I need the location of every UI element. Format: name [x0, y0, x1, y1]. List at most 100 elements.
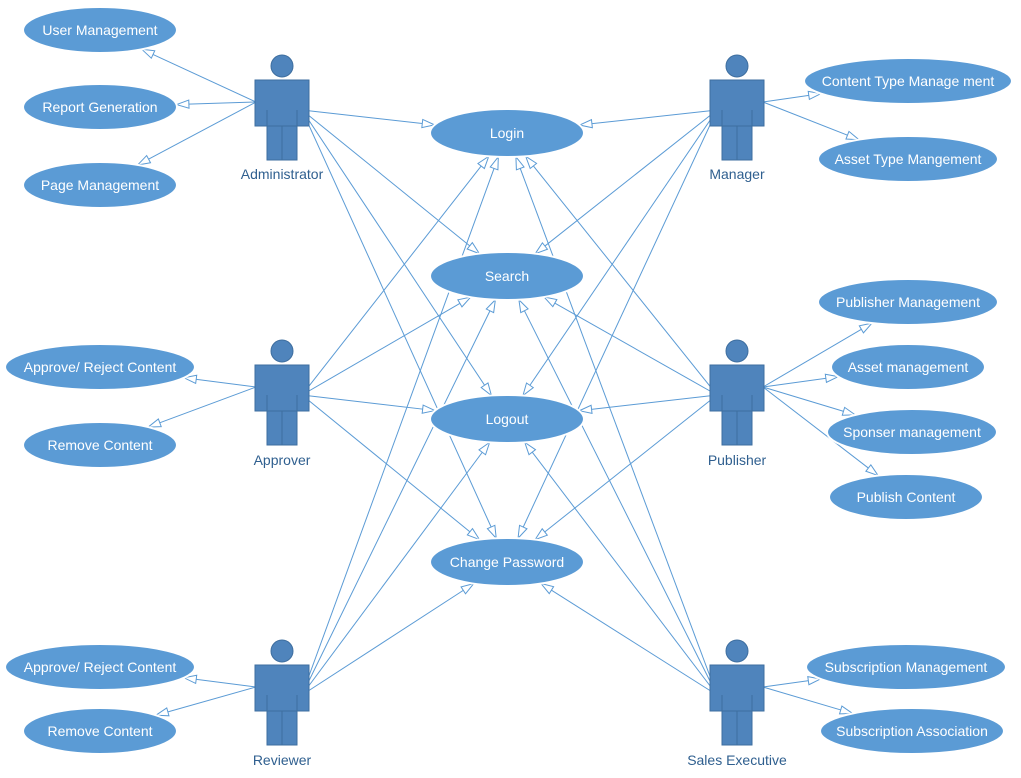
actor-label: Publisher	[708, 452, 767, 468]
use-case-approve-2[interactable]: Approve/ Reject Content	[4, 643, 196, 691]
arrowhead-reviewer-login	[489, 155, 499, 171]
association-approver-search	[301, 296, 471, 396]
actor-label: Administrator	[241, 166, 324, 182]
association-admin-login	[301, 109, 435, 126]
actor-icon	[254, 54, 310, 161]
association-approver-remove_1	[148, 386, 257, 428]
association-reviewer-login	[301, 156, 499, 696]
arrowhead-publisher-publish_content	[865, 463, 880, 477]
association-admin-report_gen	[176, 101, 257, 106]
association-reviewer-search	[301, 299, 496, 696]
association-sales-search	[518, 299, 718, 696]
arrowhead-reviewer-remove_2	[154, 707, 170, 717]
actor-admin[interactable]: Administrator	[241, 54, 324, 182]
actor-icon	[709, 339, 765, 446]
actor-label: Sales Executive	[687, 752, 787, 768]
association-publisher-login	[525, 155, 718, 396]
arrowhead-approver-search	[457, 296, 472, 308]
arrowhead-manager-login	[578, 118, 593, 129]
use-case-user-mgmt[interactable]: User Management	[22, 6, 178, 54]
use-case-remove-2[interactable]: Remove Content	[22, 707, 178, 755]
use-case-content-type[interactable]: Content Type Manage ment	[803, 57, 1013, 105]
actor-icon	[254, 639, 310, 746]
arrowhead-approver-login	[477, 155, 490, 170]
arrowhead-admin-report_gen	[174, 99, 190, 109]
association-manager-login	[579, 109, 718, 126]
use-case-label: Asset Type Mangement	[835, 151, 982, 167]
arrowhead-approver-change_pw	[466, 527, 481, 541]
actor-sales[interactable]: Sales Executive	[687, 639, 787, 768]
association-sales-logout	[524, 442, 718, 696]
association-reviewer-remove_2	[155, 686, 257, 716]
use-case-login[interactable]: Login	[429, 108, 585, 158]
use-case-label: Subscription Management	[825, 659, 988, 675]
association-admin-user_mgmt	[141, 48, 257, 103]
association-reviewer-logout	[301, 442, 491, 696]
use-case-report-gen[interactable]: Report Generation	[22, 83, 178, 131]
association-approver-change_pw	[301, 394, 480, 540]
arrowhead-reviewer-logout	[478, 441, 491, 456]
use-case-label: Content Type Manage ment	[822, 73, 995, 89]
arrowhead-admin-change_pw	[486, 524, 497, 540]
use-case-label: Page Management	[41, 177, 159, 193]
use-case-publisher-mgmt[interactable]: Publisher Management	[817, 278, 999, 326]
use-case-sponser-mgmt[interactable]: Sponser management	[826, 408, 998, 456]
association-admin-page_mgmt	[137, 101, 257, 166]
arrowhead-manager-logout	[522, 382, 535, 397]
use-case-label: Publish Content	[857, 489, 956, 505]
use-case-label: Search	[485, 268, 529, 284]
association-sales-login	[515, 156, 718, 696]
actor-manager[interactable]: Manager	[709, 54, 765, 182]
arrowhead-sales-change_pw	[539, 582, 555, 595]
actor-publisher[interactable]: Publisher	[708, 339, 767, 468]
actor-approver[interactable]: Approver	[254, 339, 311, 468]
actor-label: Approver	[254, 452, 311, 468]
use-case-search[interactable]: Search	[429, 251, 585, 301]
arrowhead-admin-search	[466, 241, 481, 255]
actor-label: Manager	[709, 166, 765, 182]
association-manager-search	[534, 109, 718, 255]
association-admin-search	[301, 109, 480, 254]
use-case-logout[interactable]: Logout	[429, 394, 585, 444]
association-manager-logout	[522, 109, 718, 396]
arrowhead-publisher-change_pw	[533, 527, 549, 541]
use-case-asset-mgmt[interactable]: Asset management	[830, 343, 986, 391]
association-publisher-sponser_mgmt	[762, 386, 856, 416]
use-case-label: Approve/ Reject Content	[24, 659, 177, 675]
association-publisher-publisher_mgmt	[762, 322, 873, 388]
use-case-label: Login	[490, 125, 524, 141]
arrowhead-admin-logout	[480, 382, 493, 397]
arrowhead-publisher-logout	[577, 404, 593, 415]
arrowhead-reviewer-search	[485, 298, 497, 314]
association-approver-login	[301, 156, 490, 396]
use-case-remove-1[interactable]: Remove Content	[22, 421, 178, 469]
arrowhead-admin-login	[421, 118, 437, 129]
use-case-label: User Management	[42, 22, 157, 38]
arrowhead-sales-subscription_assoc	[838, 705, 855, 715]
use-case-page-mgmt[interactable]: Page Management	[22, 161, 178, 209]
arrowhead-admin-user_mgmt	[140, 48, 156, 60]
use-case-label: Approve/ Reject Content	[24, 359, 177, 375]
use-case-subscription-mgmt[interactable]: Subscription Management	[805, 643, 1007, 691]
arrowhead-publisher-search	[542, 296, 558, 308]
arrowhead-manager-search	[533, 241, 549, 255]
actor-label: Reviewer	[253, 752, 312, 768]
use-case-subscription-assoc[interactable]: Subscription Association	[819, 707, 1005, 755]
association-publisher-logout	[579, 394, 718, 412]
association-admin-change_pw	[301, 109, 497, 539]
association-reviewer-change_pw	[301, 583, 474, 696]
association-sales-change_pw	[540, 583, 718, 696]
use-case-approve-1[interactable]: Approve/ Reject Content	[4, 343, 196, 391]
use-case-publish-content[interactable]: Publish Content	[828, 473, 984, 521]
use-case-label: Subscription Association	[836, 723, 988, 739]
association-publisher-publish_content	[762, 386, 879, 476]
use-case-change-pw[interactable]: Change Password	[429, 537, 585, 587]
arrowhead-publisher-asset_mgmt	[824, 373, 840, 384]
use-case-asset-type[interactable]: Asset Type Mangement	[817, 135, 999, 183]
use-case-label: Remove Content	[47, 723, 152, 739]
arrowhead-approver-logout	[421, 404, 437, 414]
actor-reviewer[interactable]: Reviewer	[253, 639, 312, 768]
arrowhead-reviewer-change_pw	[460, 582, 475, 595]
